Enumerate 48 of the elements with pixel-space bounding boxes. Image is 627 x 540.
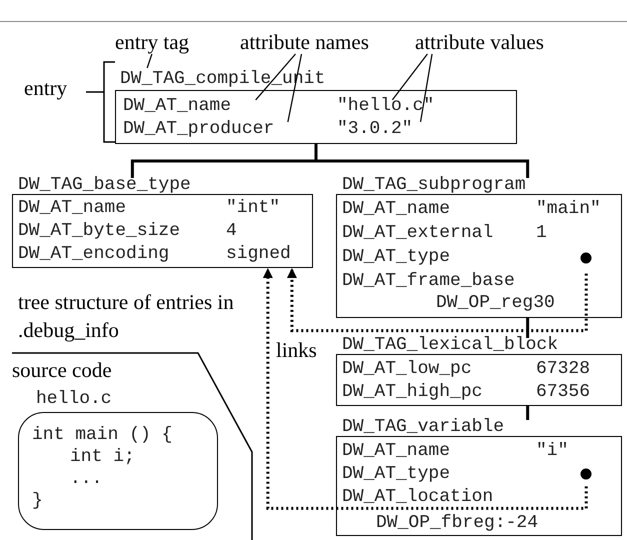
- attribute-value: "int": [226, 197, 280, 219]
- callout-text: attribute names: [240, 30, 369, 54]
- attribute-name: DW_AT_name: [342, 198, 450, 220]
- attribute-value: DW_OP_fbreg:-24: [376, 512, 538, 534]
- attribute-name: DW_AT_name: [342, 440, 450, 462]
- tree-line: [526, 316, 530, 338]
- attribute-value: DW_OP_reg30: [436, 292, 555, 314]
- attribute-value: "3.0.2": [337, 118, 413, 140]
- link-arrow: [262, 268, 588, 510]
- attribute-value: 1: [536, 222, 547, 244]
- attribute-name: DW_AT_type: [342, 246, 450, 268]
- attribute-value: 67356: [536, 381, 590, 403]
- panel-title: source code: [12, 358, 112, 382]
- tree-line: [392, 54, 428, 100]
- attribute-name: DW_AT_producer: [123, 118, 274, 140]
- code-line: }: [32, 490, 43, 512]
- tree-line: [420, 54, 433, 122]
- tag-name: DW_TAG_variable: [342, 416, 504, 438]
- tag-name: DW_TAG_base_type: [18, 174, 191, 196]
- attribute-name: DW_AT_encoding: [18, 243, 170, 265]
- attribute-name: DW_AT_high_pc: [342, 381, 482, 403]
- attribute-name: DW_AT_byte_size: [18, 220, 180, 242]
- attribute-name: DW_AT_name: [18, 197, 126, 219]
- tag-name: DW_TAG_lexical_block: [342, 334, 558, 356]
- tag-name: DW_TAG_subprogram: [342, 174, 526, 196]
- annotation-text: links: [276, 338, 317, 362]
- file-name: hello.c: [36, 388, 112, 410]
- code-line: ...: [70, 468, 102, 490]
- attribute-value: "main": [536, 198, 601, 220]
- tree-line: [526, 404, 530, 420]
- attribute-value: "i": [536, 440, 568, 462]
- attribute-value: 4: [226, 220, 237, 242]
- attribute-name: DW_AT_type: [342, 463, 450, 485]
- callout-text: attribute values: [415, 30, 544, 54]
- callout-text: entry tag: [115, 30, 190, 54]
- code-line: int main () {: [32, 424, 172, 446]
- annotation-text: entry: [24, 76, 68, 100]
- attribute-name: DW_AT_external: [342, 222, 494, 244]
- tree-line: [146, 54, 152, 68]
- attribute-name: DW_AT_low_pc: [342, 358, 472, 380]
- annotation-text: tree structure of entries in .debug_info: [18, 289, 235, 344]
- attribute-name: DW_AT_location: [342, 486, 494, 508]
- attribute-value: 67328: [536, 358, 590, 380]
- attribute-name: DW_AT_name: [123, 95, 232, 117]
- code-line: int i;: [70, 446, 135, 468]
- attribute-name: DW_AT_frame_base: [342, 270, 515, 292]
- attribute-value: signed: [226, 243, 291, 265]
- tree-line: [287, 54, 302, 122]
